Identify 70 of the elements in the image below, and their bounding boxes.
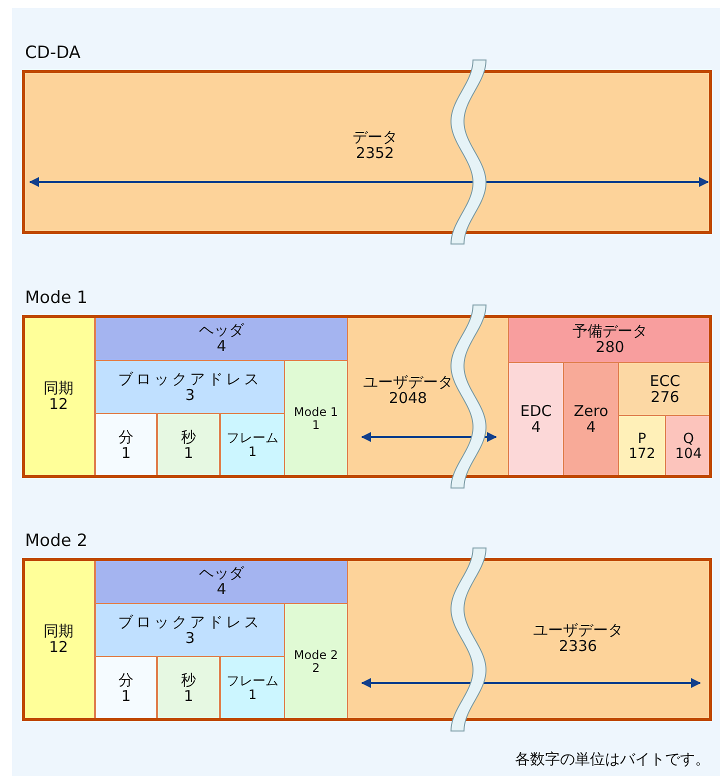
byte-count: 276 xyxy=(650,390,680,406)
field-label: EDC xyxy=(520,404,552,420)
byte-count: 1 xyxy=(248,688,257,702)
field-label: Mode 2 xyxy=(294,649,338,662)
field-label: Zero xyxy=(574,404,608,420)
byte-count: 12 xyxy=(48,396,68,412)
field-cell xyxy=(95,558,348,721)
field-label: フレーム xyxy=(226,674,278,688)
field-cell xyxy=(95,360,285,478)
byte-count: 2336 xyxy=(558,639,598,655)
field-label: ヘッダ xyxy=(199,323,244,339)
field-label: P xyxy=(638,432,646,446)
field-label: フレーム xyxy=(226,432,278,446)
byte-count: 4 xyxy=(531,420,541,436)
byte-count: 172 xyxy=(628,446,656,462)
field-label: 分 xyxy=(118,672,134,688)
field-cell xyxy=(95,315,348,478)
field-label: 同期 xyxy=(44,624,74,640)
field-label: 秒 xyxy=(181,672,196,688)
note-text: 各数字の単位はバイトです。 xyxy=(515,750,710,769)
byte-count: 1 xyxy=(184,446,194,462)
section-heading: CD-DA xyxy=(25,43,81,63)
field-label: 分 xyxy=(118,430,134,446)
field-label: データ xyxy=(352,130,398,146)
byte-count: 3 xyxy=(185,631,195,647)
field-label: ブロックアドレス xyxy=(118,615,262,631)
field-cell xyxy=(95,603,285,721)
field-cell xyxy=(22,315,95,478)
field-cell xyxy=(220,413,285,478)
field-cell xyxy=(284,360,348,478)
field-cell xyxy=(157,656,220,721)
byte-count: 1 xyxy=(184,688,194,704)
field-cell xyxy=(157,413,220,478)
byte-count: 12 xyxy=(48,640,68,656)
field-cell xyxy=(563,362,619,478)
field-label: ブロックアドレス xyxy=(118,372,262,388)
field-label: 同期 xyxy=(44,380,74,396)
byte-count: 2 xyxy=(312,662,320,675)
field-cell xyxy=(220,656,285,721)
section-heading: Mode 1 xyxy=(25,288,88,308)
byte-count: 1 xyxy=(121,446,131,462)
field-cell xyxy=(618,415,666,478)
byte-count: 1 xyxy=(248,446,257,460)
byte-count: 280 xyxy=(596,340,624,356)
byte-count: 2048 xyxy=(388,391,428,407)
byte-count: 1 xyxy=(121,688,131,704)
field-cell xyxy=(508,315,712,478)
byte-count: 2352 xyxy=(356,146,394,162)
byte-count: 1 xyxy=(312,419,320,432)
field-cell xyxy=(22,558,95,721)
byte-count: 3 xyxy=(185,388,195,404)
field-cell xyxy=(665,415,712,478)
byte-count: 4 xyxy=(586,420,596,436)
field-label: ヘッダ xyxy=(199,566,244,582)
field-cell xyxy=(284,603,348,721)
field-label: 予備データ xyxy=(572,324,648,340)
field-label: ユーザデータ xyxy=(533,623,623,639)
field-label: 秒 xyxy=(181,430,196,446)
field-cell xyxy=(618,362,712,478)
field-label: Mode 1 xyxy=(294,406,338,419)
field-cell xyxy=(95,656,157,721)
field-cell xyxy=(95,413,157,478)
byte-count: 104 xyxy=(675,446,702,462)
section-heading: Mode 2 xyxy=(25,531,88,551)
field-label: ECC xyxy=(650,374,680,390)
field-label: Q xyxy=(682,432,694,446)
field-label: ユーザデータ xyxy=(363,375,453,391)
field-cell xyxy=(508,362,564,478)
byte-count: 4 xyxy=(216,582,226,598)
byte-count: 4 xyxy=(216,339,226,355)
